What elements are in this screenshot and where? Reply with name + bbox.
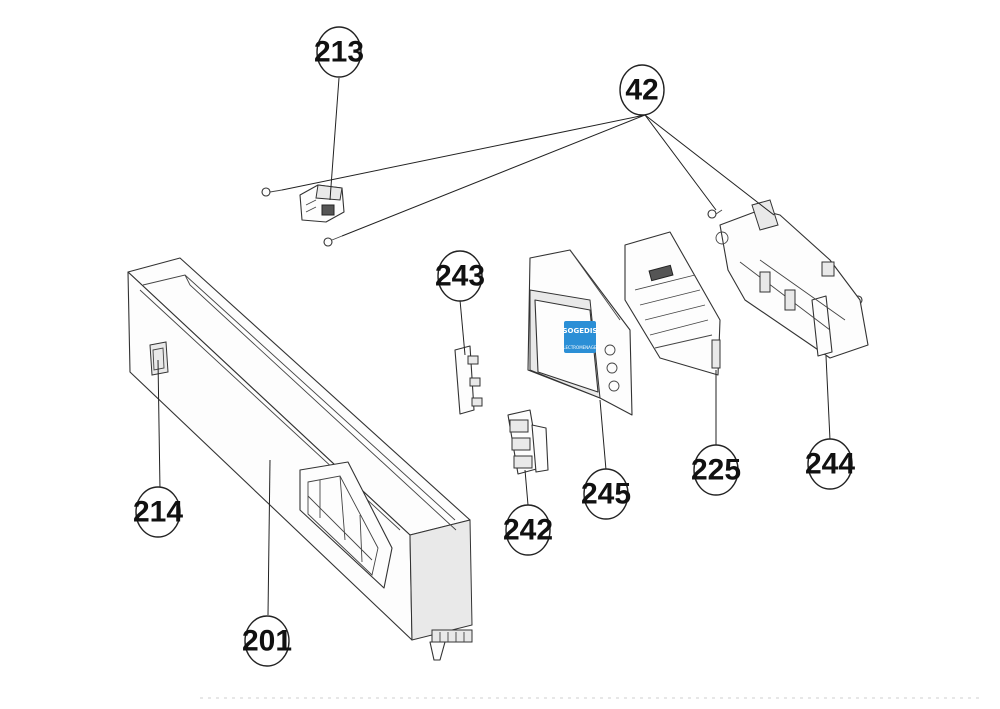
callout-201-label: 201 (242, 625, 292, 658)
callout-244: 244 (805, 438, 855, 490)
part-242-key-block (507, 409, 549, 475)
part-244-rear-support (715, 199, 869, 359)
part-225-electronic-board (624, 231, 721, 376)
callout-225-label: 225 (691, 454, 741, 487)
screw-3 (707, 209, 723, 219)
callout-242-label: 242 (503, 514, 553, 547)
callout-225: 225 (691, 444, 741, 496)
screw-1 (261, 187, 283, 197)
part-213-switch-bracket (299, 184, 345, 223)
display-window (299, 461, 393, 589)
callout-42: 42 (619, 64, 665, 116)
callout-213-label: 213 (314, 36, 364, 69)
screw-2 (323, 235, 343, 247)
part-201-control-panel (127, 257, 473, 661)
callout-243: 243 (435, 250, 485, 302)
svg-text:ELECTROMENAGER: ELECTROMENAGER (561, 345, 600, 350)
callout-244-label: 244 (805, 448, 855, 481)
part-214-button (149, 341, 169, 376)
callout-201: 201 (242, 615, 292, 667)
callout-214: 214 (133, 486, 183, 538)
svg-text:SOGEDIS: SOGEDIS (563, 327, 598, 335)
callout-245: 245 (581, 468, 631, 520)
callout-243-label: 243 (435, 260, 485, 293)
connector-tab (429, 629, 473, 661)
callout-214-label: 214 (133, 496, 183, 529)
part-243-latch (454, 345, 483, 415)
leader-lines (157, 77, 831, 616)
callout-245-label: 245 (581, 478, 631, 511)
callout-213: 213 (314, 26, 364, 78)
callout-242: 242 (503, 504, 553, 556)
callout-42-label: 42 (625, 74, 658, 107)
sogedis-logo: SOGEDIS ELECTROMENAGER (561, 321, 600, 353)
